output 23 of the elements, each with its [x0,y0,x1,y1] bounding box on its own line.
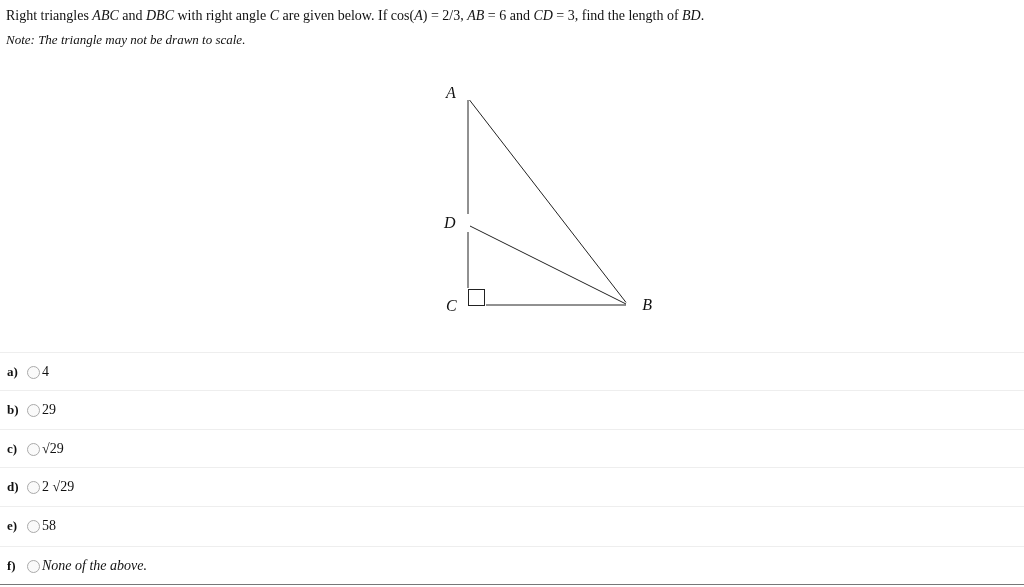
answer-text: 2 √29 [42,479,75,495]
answer-text: 29 [42,402,56,418]
option-letter: a) [7,364,19,380]
answer-text: √29 [42,441,64,457]
triangle-side [485,304,627,306]
vertex-label: A [446,86,470,100]
option-letter: c) [7,441,19,457]
triangle-side [467,231,469,289]
note-text: Note: The triangle may not be drawn to scale. [6,32,246,48]
answer-text: None of the above. [42,558,147,574]
option-letter: e) [7,518,19,534]
triangle-side [467,99,469,215]
option-letter: d) [7,479,20,495]
vertex-label: D [444,214,470,232]
vertex-label: C [446,288,486,314]
answer-text: 58 [42,518,56,534]
triangle-side [469,225,627,305]
answer-text: 4 [42,364,49,380]
question-text: Right triangles ABC and DBC with right angle C are given below. If cos(A) = 2/3, AB = 6 and CD = 3, find the length of BD. [6,8,705,24]
vertex-label: B [626,296,652,314]
option-letter: b) [7,402,20,418]
option-letter: f) [7,558,17,574]
triangle-side [469,99,627,303]
